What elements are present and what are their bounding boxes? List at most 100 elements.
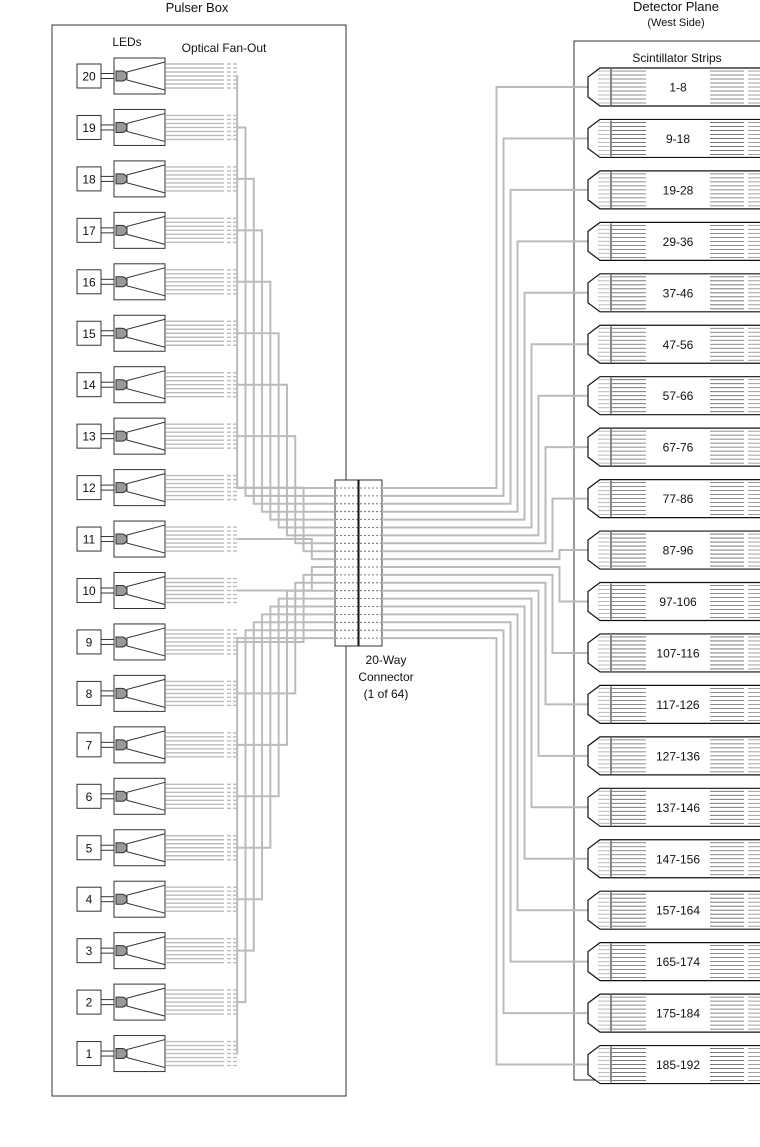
led-icon xyxy=(115,70,128,82)
fanout-cone xyxy=(126,781,166,811)
strip-group-label: 107-116 xyxy=(656,646,699,660)
strip-group-137-146: 137-146 xyxy=(587,787,760,827)
led-number: 1 xyxy=(86,1047,93,1061)
fanout-cone xyxy=(126,112,166,142)
led-number: 15 xyxy=(82,327,96,341)
led-number-box xyxy=(76,320,102,346)
fiber-route-led-6 xyxy=(237,597,335,798)
led-unit-11: 11 xyxy=(76,520,237,558)
fanout-cone xyxy=(126,524,166,554)
led-number: 3 xyxy=(86,944,93,958)
led-icon xyxy=(115,739,128,751)
strip-group-label: 97-106 xyxy=(659,595,697,609)
led-number: 10 xyxy=(82,584,96,598)
connector-pins xyxy=(336,487,381,639)
strip-label-bg xyxy=(648,592,708,611)
led-number: 7 xyxy=(86,738,93,752)
led-unit-8: 8 xyxy=(76,674,237,712)
fiber-route-strip-147-156 xyxy=(382,605,598,860)
led-number-box xyxy=(76,526,102,552)
led-number: 19 xyxy=(82,121,96,135)
led-number-box xyxy=(76,114,102,140)
connector-label-line1: 20-Way xyxy=(366,653,407,667)
led-number-box xyxy=(76,732,102,758)
fiber-route-led-2 xyxy=(237,629,335,1004)
strip-group-1-8: 1-8 xyxy=(587,67,760,107)
strip-group-9-18: 9-18 xyxy=(587,118,760,159)
led-icon xyxy=(115,687,128,699)
strip-group-label: 29-36 xyxy=(663,235,694,249)
fiber-route-strip-47-56 xyxy=(382,343,598,529)
led-number-box xyxy=(76,269,102,295)
fanout-cone xyxy=(126,884,166,914)
led-icon xyxy=(115,482,128,494)
leds-label: LEDs xyxy=(112,35,141,49)
led-number-box xyxy=(76,578,102,603)
strip-group-label: 77-86 xyxy=(663,492,694,506)
fanout-cone xyxy=(126,936,166,966)
led-number: 17 xyxy=(82,224,96,238)
strip-group-label: 19-28 xyxy=(663,183,694,197)
strip-group-185-192: 185-192 xyxy=(587,1044,760,1085)
fanout-cone xyxy=(126,164,166,194)
strip-group-107-116: 107-116 xyxy=(587,633,760,673)
led-icon xyxy=(115,1048,128,1060)
strip-group-97-106: 97-106 xyxy=(587,581,760,622)
strip-label-bg xyxy=(648,180,708,199)
strip-label-bg xyxy=(648,386,708,405)
led-icon xyxy=(115,636,128,648)
strip-group-175-184: 175-184 xyxy=(587,993,760,1033)
fiber-route-strip-37-46 xyxy=(382,291,598,521)
fiber-route-led-1 xyxy=(236,637,335,1055)
led-unit-4: 4 xyxy=(76,880,237,918)
led-number: 13 xyxy=(82,430,96,444)
strip-group-157-164: 157-164 xyxy=(587,890,760,930)
led-icon xyxy=(115,276,128,288)
led-number: 14 xyxy=(82,378,96,392)
fiber-route-strip-127-136 xyxy=(382,589,598,757)
strip-group-label: 175-184 xyxy=(656,1007,700,1021)
fanout-cone xyxy=(126,318,166,348)
strip-group-label: 1-8 xyxy=(669,81,687,95)
led-number: 2 xyxy=(86,996,93,1010)
led-number-box xyxy=(76,217,102,243)
strip-group-117-126: 117-126 xyxy=(587,684,760,724)
strip-group-29-36: 29-36 xyxy=(587,221,760,261)
fanout-cone xyxy=(126,473,166,503)
fiber-route-led-12 xyxy=(237,486,335,553)
led-number: 9 xyxy=(86,635,93,649)
fiber-route-strip-165-174 xyxy=(382,621,598,963)
strip-group-label: 57-66 xyxy=(663,389,694,403)
fiber-route-led-15 xyxy=(237,332,335,529)
led-icon xyxy=(115,379,128,391)
strip-label-bg xyxy=(648,952,708,971)
strip-label-bg xyxy=(648,232,708,251)
fiber-route-led-17 xyxy=(237,229,335,513)
led-number-box xyxy=(76,629,102,655)
strip-group-67-76: 67-76 xyxy=(587,427,760,467)
fanout-cone xyxy=(126,730,166,760)
scintillator-strips-label: Scintillator Strips xyxy=(632,51,721,65)
led-unit-19: 19 xyxy=(76,108,237,146)
led-icon xyxy=(115,585,128,596)
fiber-route-strip-67-76 xyxy=(382,446,598,545)
led-icon xyxy=(115,893,128,905)
connector-label-line2: Connector xyxy=(358,670,413,684)
led-icon xyxy=(115,790,128,802)
fiber-route-strip-57-66 xyxy=(382,394,598,537)
led-number-box xyxy=(76,372,102,398)
led-unit-3: 3 xyxy=(76,932,237,970)
connector xyxy=(334,479,383,647)
strip-group-label: 157-164 xyxy=(656,904,700,918)
fiber-route-strip-29-36 xyxy=(382,240,598,513)
fiber-route-strip-19-28 xyxy=(382,188,598,505)
fiber-route-strip-87-96 xyxy=(382,549,598,561)
led-unit-9: 9 xyxy=(76,623,237,661)
strip-label-bg xyxy=(648,129,708,148)
led-number-box xyxy=(76,1041,102,1067)
fiber-route-led-4 xyxy=(237,613,335,901)
strip-label-bg xyxy=(648,901,708,920)
fanout-cone xyxy=(126,421,166,451)
strip-label-bg xyxy=(648,438,708,457)
led-icon xyxy=(115,996,128,1008)
